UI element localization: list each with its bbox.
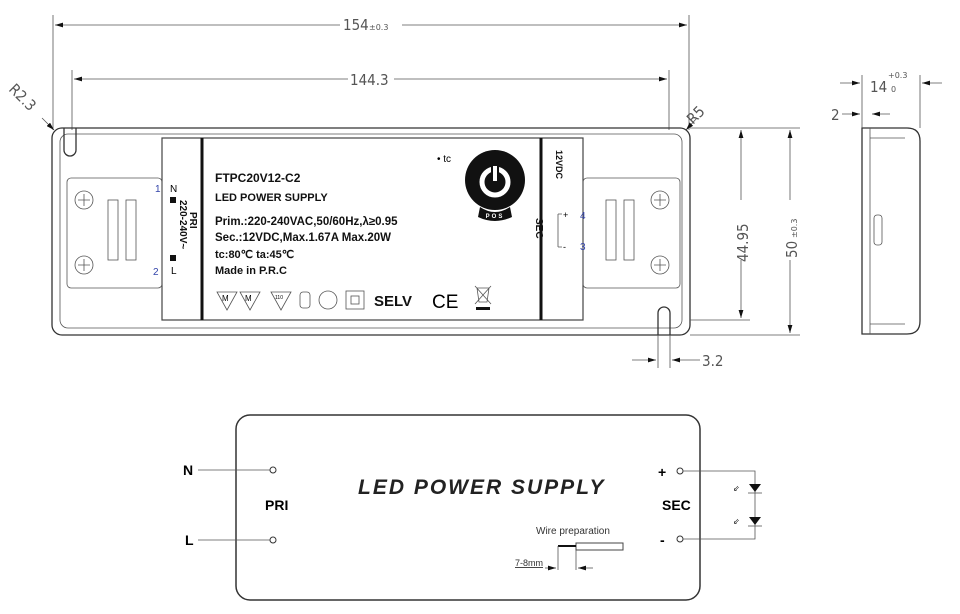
- led-diode-icon: ⇙: [733, 517, 762, 527]
- temp-110-icon: 110: [270, 291, 292, 311]
- brand-logo: POS: [465, 150, 525, 221]
- pin-1: 1: [155, 184, 161, 195]
- selv-mark: SELV: [374, 293, 412, 310]
- pin-4: 4: [580, 211, 586, 222]
- wiring-n: N: [183, 462, 193, 478]
- flange-value: 2: [831, 106, 840, 124]
- brand-name: POS: [486, 214, 505, 220]
- wiring-plus: +: [658, 464, 666, 480]
- radius-left-label: R2.3: [5, 80, 40, 115]
- m-mark-icon: M: [239, 291, 261, 311]
- dimension-overall-length: 154 ±0.3: [52, 15, 690, 130]
- wiring-diagram: LED POWER SUPPLY N L PRI SEC + - ⇙ ⇙ Wir…: [183, 414, 762, 601]
- terminal-minus: -: [563, 242, 566, 252]
- ce-mark: CE: [432, 292, 458, 313]
- secondary-spec: Sec.:12VDC,Max.1.67A Max.20W: [215, 232, 391, 244]
- shield-icon: [299, 291, 311, 309]
- product-label: FTPC20V12-C2 LED POWER SUPPLY Prim.:220-…: [153, 150, 586, 313]
- wiring-minus: -: [660, 532, 665, 548]
- wire-stripping-icon: [545, 542, 624, 571]
- screw-icon: [74, 255, 94, 275]
- led-diode-icon: ⇙: [733, 484, 762, 494]
- svg-text:M: M: [245, 294, 252, 303]
- pin-3: 3: [580, 242, 586, 253]
- primary-spec: Prim.:220-240VAC,50/60Hz,λ≥0.95: [215, 216, 398, 228]
- overall-height-tolerance: ±0.3: [790, 219, 799, 238]
- strip-length-label: 7-8mm: [515, 558, 543, 568]
- screw-icon: [74, 190, 94, 210]
- m-mark-icon: M: [216, 291, 238, 311]
- overall-height-value: 50: [783, 241, 801, 258]
- radius-right-label: R5: [683, 102, 708, 127]
- terminal-plus: +: [563, 210, 568, 220]
- screw-icon: [650, 190, 670, 210]
- pri-label: PRI: [187, 212, 198, 229]
- sec-voltage: 12VDC: [554, 150, 564, 180]
- slot-width-value: 3.2: [702, 352, 723, 370]
- double-insulation-icon: [345, 290, 365, 310]
- svg-text:M: M: [222, 294, 229, 303]
- model-number: FTPC20V12-C2: [215, 171, 301, 185]
- inner-height-value: 44.95: [734, 223, 752, 262]
- screw-icon: [650, 255, 670, 275]
- pin-2: 2: [153, 267, 159, 278]
- dimension-mount-spacing: 144.3: [71, 70, 670, 130]
- dimension-heights: 44.95 50 ±0.3 3.2: [632, 127, 801, 370]
- tc-marker: • tc: [437, 154, 451, 165]
- overall-length-value: 154: [343, 16, 369, 34]
- wire-prep-label: Wire preparation: [536, 526, 610, 537]
- wiring-title: LED POWER SUPPLY: [358, 476, 605, 499]
- driver-side-view: 14 +0.3 0 2: [831, 71, 942, 335]
- wiring-l: L: [185, 532, 194, 548]
- terminal-l: L: [171, 266, 177, 277]
- svg-text:⇙: ⇙: [733, 517, 740, 526]
- svg-text:110: 110: [275, 295, 283, 301]
- temperature-spec: tc:80℃ ta:45℃: [215, 249, 294, 261]
- class-safety-icon: [318, 290, 338, 310]
- overall-length-tolerance: ±0.3: [369, 23, 388, 32]
- mount-spacing-value: 144.3: [350, 71, 389, 89]
- svg-text:⇙: ⇙: [733, 484, 740, 493]
- thickness-tol-upper: +0.3: [888, 71, 907, 80]
- label-title: LED POWER SUPPLY: [215, 192, 328, 204]
- terminal-n: N: [170, 184, 177, 195]
- pri-voltage: 220-240V~: [177, 200, 188, 249]
- origin: Made in P.R.C: [215, 265, 287, 277]
- weee-bin-icon: [474, 285, 492, 310]
- thickness-tol-lower: 0: [891, 85, 896, 94]
- wiring-sec: SEC: [662, 497, 691, 513]
- wiring-pri: PRI: [265, 497, 288, 513]
- sec-label: SEC: [533, 218, 544, 239]
- thickness-value: 14: [870, 78, 887, 96]
